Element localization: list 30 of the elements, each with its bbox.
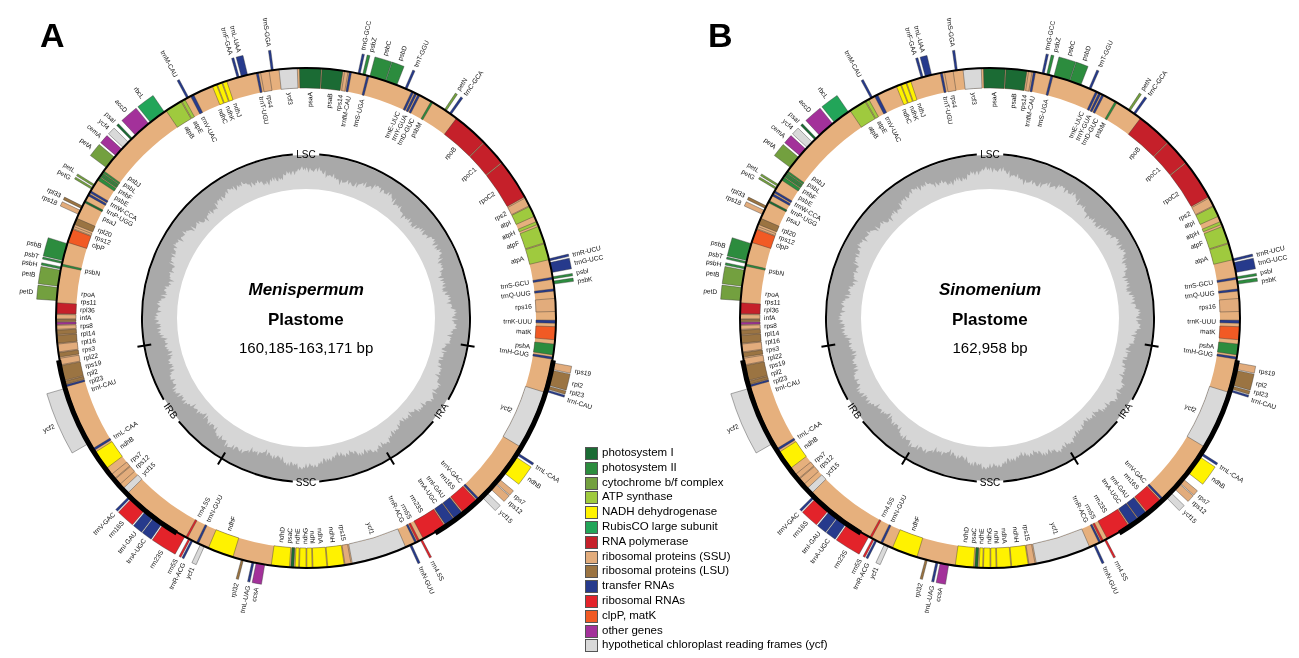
region-label: IRB — [845, 400, 865, 421]
species-name: Menispermum — [248, 280, 364, 300]
genome-length: 160,185-163,171 bp — [239, 339, 374, 357]
legend-label: ATP synthase — [602, 490, 673, 504]
legend-label: NADH dehydrogenase — [602, 505, 718, 519]
region-label: LSC — [296, 148, 316, 160]
legend-label: hypothetical chloroplast reading frames (ycf) — [602, 638, 828, 652]
legend-label: clpP, matK — [602, 608, 657, 622]
legend-label: other genes — [602, 623, 663, 637]
region-label: IRB — [161, 400, 181, 421]
genome-title: Plastome — [952, 310, 1028, 330]
region-label: SSC — [979, 476, 1001, 488]
region-label: SSC — [295, 476, 317, 488]
genome-title: Plastome — [268, 310, 344, 330]
legend-label: RNA polymerase — [602, 534, 689, 548]
panel-label: B — [708, 16, 733, 56]
species-name: Sinomenium — [939, 280, 1041, 300]
region-label: IRA — [431, 400, 451, 421]
legend-label: photosystem I — [602, 446, 674, 460]
legend-label: ribosomal RNAs — [602, 594, 686, 608]
legend-label: cytochrome b/f complex — [602, 475, 724, 489]
region-label: IRA — [1115, 400, 1135, 421]
legend-label: transfer RNAs — [602, 579, 675, 593]
panel-label: A — [40, 16, 65, 56]
legend-label: photosystem II — [602, 460, 677, 474]
legend-label: ribosomal proteins (LSU) — [602, 564, 730, 578]
legend-label: ribosomal proteins (SSU) — [602, 549, 731, 563]
legend-label: RubisCO large subunit — [602, 520, 718, 534]
genome-length: 162,958 bp — [952, 339, 1028, 357]
region-label: LSC — [980, 148, 1000, 160]
